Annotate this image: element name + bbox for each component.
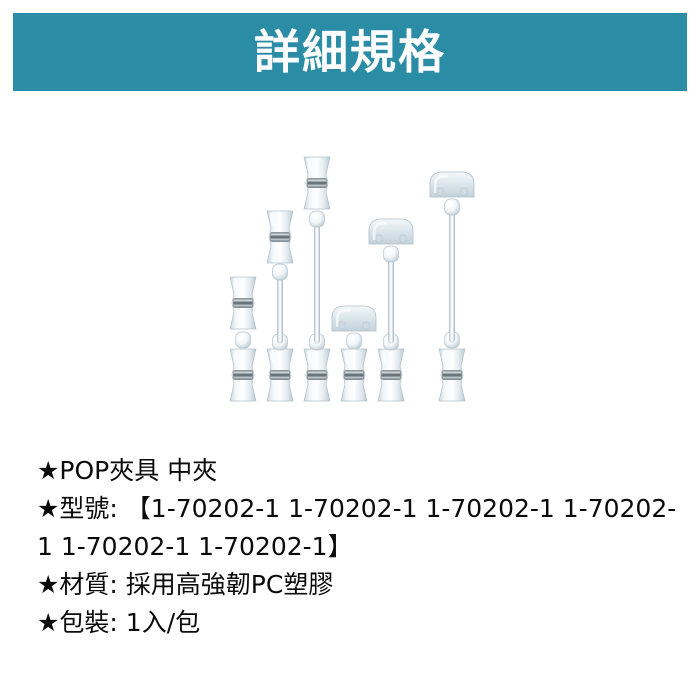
product-image-container (0, 110, 700, 410)
product-item-1 (229, 276, 257, 402)
product-item-3 (303, 156, 331, 402)
spec-line-material: ★材質: 採用高強韌PC塑膠 (37, 570, 334, 599)
product-item-6 (429, 171, 475, 402)
section-header-banner: 詳細規格 (13, 13, 687, 91)
spec-line-model-number: ★型號: 【1-70202-1 1-70202-1 1-70202-1 1-70… (37, 494, 677, 561)
product-item-2 (266, 210, 294, 402)
spec-line-packaging: ★包裝: 1入/包 (37, 608, 201, 637)
product-item-5 (368, 218, 414, 402)
spec-line-product-name: ★POP夾具 中夾 (37, 456, 218, 485)
product-item-4 (331, 305, 377, 402)
product-photo (229, 156, 475, 402)
page-title: 詳細規格 (254, 25, 446, 79)
specification-list: ★POP夾具 中夾 ★型號: 【1-70202-1 1-70202-1 1-70… (37, 452, 687, 642)
